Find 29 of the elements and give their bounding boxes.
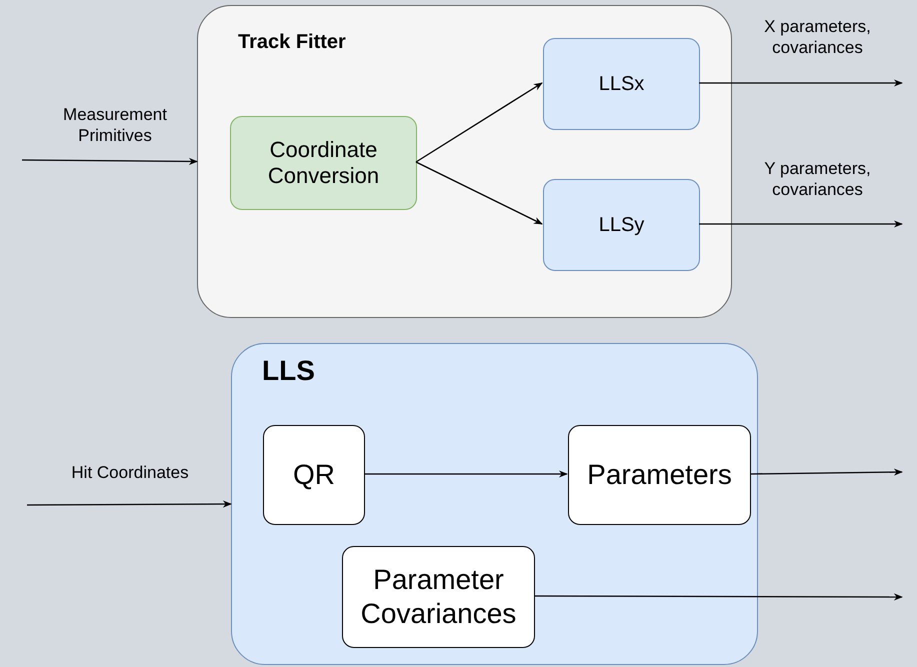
process-box	[263, 425, 365, 525]
process-box	[568, 425, 751, 525]
arrow	[22, 158, 198, 166]
process-box	[543, 38, 700, 130]
arrow	[699, 220, 903, 228]
arrow	[416, 161, 543, 225]
process-box	[543, 179, 700, 271]
arrow	[364, 470, 568, 478]
box-label: Parameters	[587, 458, 732, 492]
arrow	[27, 500, 232, 508]
box-label: QR	[293, 458, 335, 492]
arrow	[750, 468, 903, 476]
box-label: Coordinate Conversion	[266, 136, 380, 190]
box-label: LLSx	[598, 72, 644, 96]
arrow	[416, 82, 543, 163]
arrow	[699, 79, 903, 87]
group-container	[197, 5, 732, 318]
group-container	[231, 343, 758, 665]
box-label: Parameter Covariances	[360, 563, 518, 631]
process-box	[342, 546, 535, 648]
edge-label: Hit Coordinates	[70, 462, 190, 484]
group-title: LLS	[262, 354, 315, 388]
edge-label: Measurement Primitives	[62, 104, 168, 146]
arrow	[534, 593, 903, 601]
box-label: LLSy	[598, 213, 644, 237]
edge-label: X parameters, covariances	[763, 16, 872, 58]
group-title: Track Fitter	[238, 30, 346, 54]
edge-label: Y parameters, covariances	[763, 158, 872, 200]
process-box	[230, 116, 417, 210]
